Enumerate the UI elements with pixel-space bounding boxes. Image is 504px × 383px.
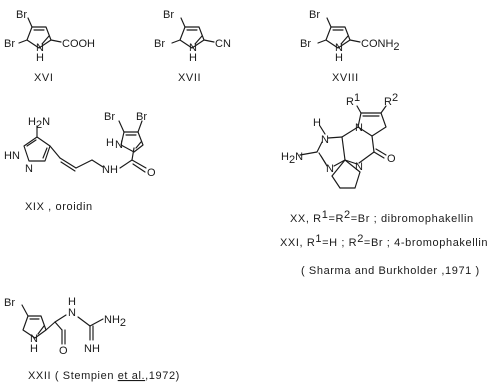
phak-h: H bbox=[313, 117, 321, 129]
xix-pyrrole-h: H bbox=[106, 137, 114, 149]
structure-xvii: Br Br N H CN XVII bbox=[154, 9, 231, 84]
phak-n-pyrrole: N bbox=[355, 122, 363, 134]
structure-phakellin: R1 R2 H N N N N H2N O XX, R1=R2=Br ; dib… bbox=[280, 92, 488, 277]
xxii-nh-h: H bbox=[30, 343, 38, 355]
xviii-br-left: Br bbox=[300, 38, 311, 50]
structure-xviii: Br Br N H CONH2 XVIII bbox=[300, 9, 400, 84]
xvii-cn: CN bbox=[215, 38, 231, 50]
xxii-nh2: NH2 bbox=[104, 314, 126, 329]
xxii-h: H bbox=[68, 296, 76, 308]
xix-amide-o: O bbox=[147, 167, 156, 179]
xvi-nh-h: H bbox=[36, 52, 44, 64]
xvii-n: N bbox=[189, 42, 197, 54]
xix-br-left: Br bbox=[104, 111, 115, 123]
structure-xvi: Br Br N H COOH XVI bbox=[4, 9, 95, 84]
xviii-n: N bbox=[335, 42, 343, 54]
phak-r2: R2 bbox=[384, 92, 398, 108]
xxii-nh: NH bbox=[84, 343, 100, 355]
xvi-br-left: Br bbox=[4, 38, 15, 50]
phak-n-lower: N bbox=[326, 163, 334, 175]
xviii-label: XVIII bbox=[332, 72, 359, 84]
xix-n: N bbox=[25, 163, 33, 175]
xvii-br-left: Br bbox=[154, 38, 165, 50]
xxii-n-amide: N bbox=[68, 307, 76, 319]
xvii-nh-h: H bbox=[189, 52, 197, 64]
xxi-label: XXI, R1=H ; R2=Br ; 4-bromophakellin bbox=[280, 233, 488, 249]
xxii-br: Br bbox=[4, 297, 15, 309]
xvii-br-top: Br bbox=[163, 9, 174, 21]
phak-n-ring: N bbox=[355, 161, 363, 173]
et-al-underlined: et al. bbox=[118, 370, 145, 382]
xix-pyrrole-n: N bbox=[115, 139, 123, 151]
xvi-br-top: Br bbox=[16, 9, 27, 21]
citation-1971: ( Sharma and Burkholder ,1971 ) bbox=[301, 265, 480, 277]
xviii-conh2: CONH2 bbox=[361, 38, 400, 53]
xviii-br-top: Br bbox=[309, 9, 320, 21]
phak-n-top: N bbox=[321, 134, 329, 146]
xix-br-right: Br bbox=[136, 111, 147, 123]
xix-amide-nh: NH bbox=[102, 164, 118, 176]
xvi-label: XVI bbox=[34, 72, 54, 84]
structure-xix: H2N HN N Br Br N H NH O XIX , oroidin bbox=[4, 111, 156, 213]
xxii-label: XXII ( Stempien et al.,1972) bbox=[28, 370, 180, 382]
xvi-n: N bbox=[36, 42, 44, 54]
xvi-cooh: COOH bbox=[62, 38, 95, 50]
xviii-nh-h: H bbox=[335, 52, 343, 64]
xx-label: XX, R1=R2=Br ; dibromophakellin bbox=[290, 209, 474, 225]
xvii-label: XVII bbox=[178, 72, 201, 84]
xix-hn: HN bbox=[4, 150, 20, 162]
xxii-o: O bbox=[59, 345, 68, 357]
phak-h2n: H2N bbox=[281, 151, 303, 166]
structure-xxii: Br N H O H N NH2 NH XXII ( Stempien et a… bbox=[4, 296, 180, 382]
xix-label: XIX , oroidin bbox=[25, 201, 93, 213]
phak-o: O bbox=[387, 153, 396, 165]
xix-h2n: H2N bbox=[28, 116, 50, 131]
xxii-n: N bbox=[30, 333, 38, 345]
phak-r1: R1 bbox=[346, 92, 360, 108]
